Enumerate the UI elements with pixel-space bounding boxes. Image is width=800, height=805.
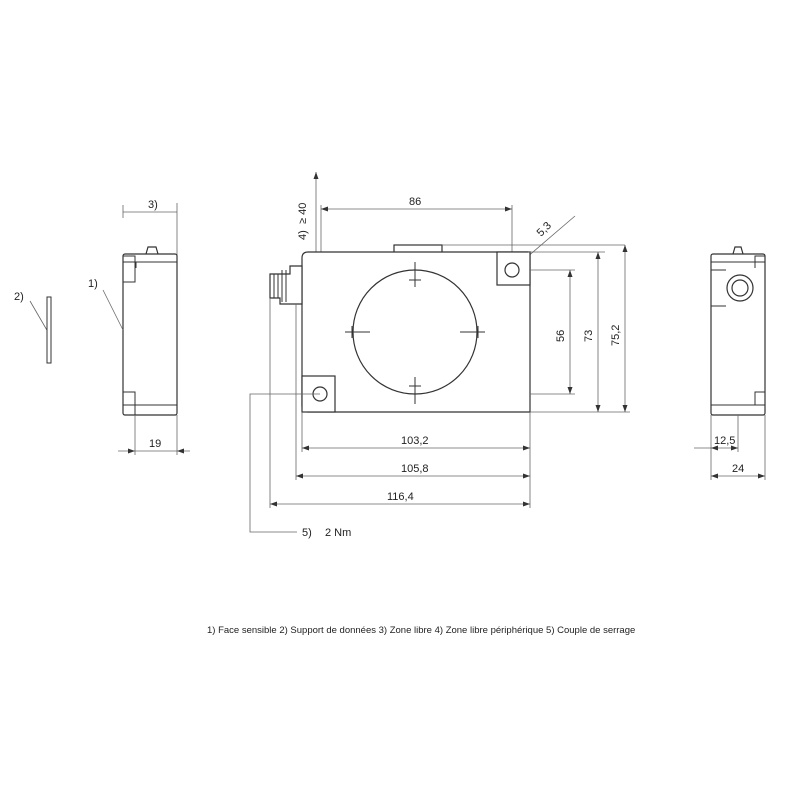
front-view: 4) ≥ 40 86 5,3 — [249, 172, 630, 539]
dim-12-5: 12,5 — [714, 435, 735, 447]
left-side-view: 3) 1) 2) 19 — [14, 199, 190, 455]
dim-56: 56 — [555, 330, 567, 342]
dim-116-4: 116,4 — [387, 491, 414, 503]
callout-4-value: ≥ 40 — [297, 203, 309, 224]
callout-4: 4) — [297, 230, 309, 240]
dim-73: 73 — [583, 330, 595, 342]
callout-3: 3) — [148, 199, 158, 211]
right-side-view: 12,5 24 — [694, 246, 766, 480]
callout-2: 2) — [14, 291, 24, 303]
dim-24: 24 — [732, 463, 744, 475]
dim-86: 86 — [409, 196, 421, 208]
callout-1: 1) — [88, 278, 98, 290]
callout-5: 5) — [302, 527, 312, 539]
dim-105-8: 105,8 — [401, 463, 429, 475]
callout-5-value: 2 Nm — [325, 527, 351, 539]
dim-19: 19 — [149, 438, 161, 450]
dim-75-2: 75,2 — [610, 325, 622, 346]
dim-103-2: 103,2 — [401, 435, 429, 447]
legend-text: 1) Face sensible 2) Support de données 3… — [207, 625, 635, 636]
